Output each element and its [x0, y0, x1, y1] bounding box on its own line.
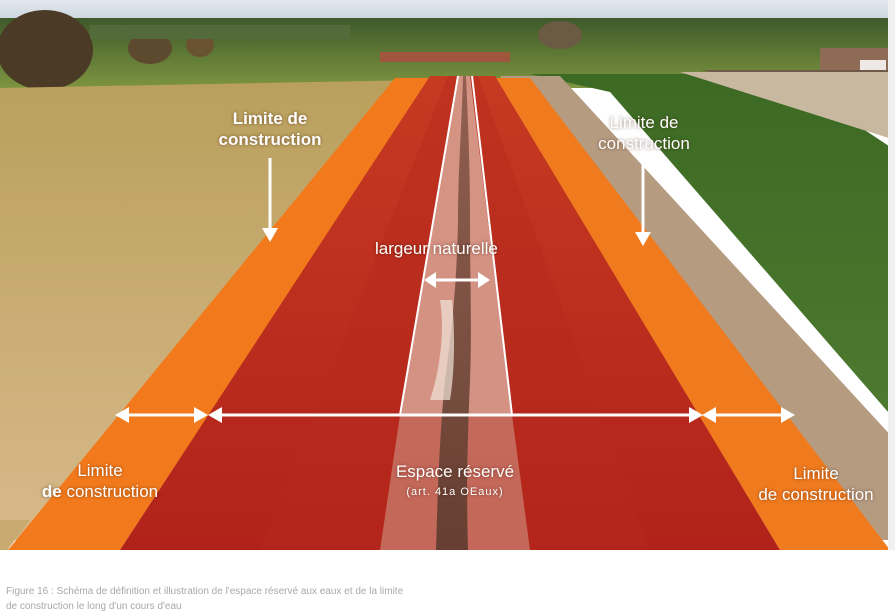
label-bottom-left: Limite de construction — [20, 460, 180, 502]
label-bottom-right-line1: Limite — [793, 464, 839, 483]
label-bottom-right: Limite de construction — [736, 463, 895, 505]
label-reserved-space-ref: (art. 41a OEaux) — [406, 486, 504, 498]
caption-line1: Figure 16 : Schéma de définition et illu… — [6, 586, 404, 597]
caption-line2: de construction le long d'un cours d'eau — [6, 601, 182, 612]
label-reserved-space: Espace réservé (art. 41a OEaux) — [365, 461, 545, 503]
label-bottom-left-de: de — [41, 482, 62, 501]
label-bottom-left-line1: Limite — [77, 461, 123, 480]
label-top-left: Limite de construction — [210, 108, 330, 150]
label-top-right-line2: construction — [598, 134, 690, 153]
label-top-right: Limite de construction — [582, 112, 706, 154]
arrow-left-band — [115, 407, 208, 423]
label-top-right-line1: Limite de — [609, 113, 679, 132]
label-natural-width: largeur naturelle — [375, 239, 498, 258]
label-reserved-space-title: Espace réservé — [395, 462, 515, 481]
arrow-right-band — [702, 407, 795, 423]
label-top-left-line1: Limite de — [232, 109, 308, 128]
arrow-reserved-space — [208, 407, 703, 423]
arrow-natural-width — [424, 272, 490, 288]
arrow-top-right — [635, 158, 651, 246]
label-bottom-left-construction: construction — [66, 482, 159, 501]
figure-caption: Figure 16 : Schéma de définition et illu… — [6, 584, 706, 614]
label-bottom-right-line2: de construction — [758, 485, 874, 504]
arrow-top-left — [262, 158, 278, 242]
label-top-left-line2: construction — [218, 130, 322, 149]
